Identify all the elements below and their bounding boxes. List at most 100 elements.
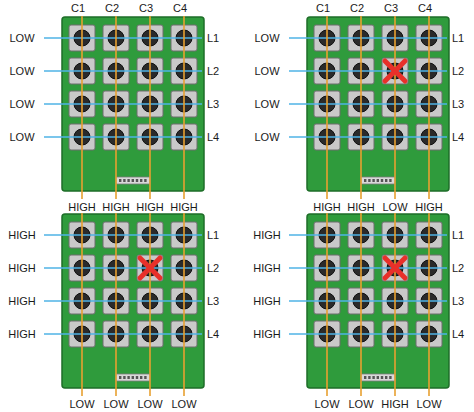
- header-pin: [372, 179, 374, 182]
- header-pin: [368, 376, 370, 379]
- header-pin: [123, 376, 125, 379]
- header-connector: [361, 374, 395, 381]
- row-wire: [44, 136, 202, 138]
- row-wire: [289, 103, 447, 105]
- row-name: L4: [452, 131, 464, 143]
- signal-level: LOW: [9, 32, 34, 44]
- header-pin: [364, 179, 366, 182]
- header-pin: [132, 179, 134, 182]
- row-wire: [44, 37, 202, 39]
- signal-level: HIGH: [8, 295, 36, 307]
- signal-level: HIGH: [8, 229, 36, 241]
- column-wire: [394, 213, 396, 396]
- row-name: L2: [207, 262, 219, 274]
- header-pin: [385, 376, 387, 379]
- header-pin: [144, 179, 146, 182]
- column-wire: [360, 213, 362, 396]
- header-pin: [381, 376, 383, 379]
- column-name: C4: [418, 2, 432, 14]
- signal-level: HIGH: [415, 201, 443, 213]
- column-name: C1: [71, 2, 85, 14]
- row-name: L4: [207, 328, 219, 340]
- signal-level: LOW: [9, 98, 34, 110]
- column-name: C2: [350, 2, 364, 14]
- row-wire: [289, 136, 447, 138]
- signal-level: LOW: [103, 398, 128, 410]
- row-wire: [44, 300, 202, 302]
- column-name: C3: [384, 2, 398, 14]
- signal-level: HIGH: [313, 201, 341, 213]
- column-name: C3: [139, 2, 153, 14]
- row-wire: [289, 37, 447, 39]
- row-name: L2: [207, 65, 219, 77]
- column-wire: [428, 213, 430, 396]
- column-name: C2: [105, 2, 119, 14]
- signal-level: HIGH: [381, 398, 409, 410]
- signal-level: LOW: [69, 398, 94, 410]
- header-pin: [381, 179, 383, 182]
- row-wire: [289, 333, 447, 335]
- signal-level: HIGH: [170, 201, 198, 213]
- signal-level: LOW: [9, 131, 34, 143]
- pressed-key-mark: [385, 258, 405, 278]
- row-name: L2: [452, 65, 464, 77]
- row-name: L2: [452, 262, 464, 274]
- signal-level: LOW: [254, 98, 279, 110]
- header-pin: [385, 179, 387, 182]
- column-wire: [115, 16, 117, 199]
- row-name: L3: [207, 98, 219, 110]
- signal-level: HIGH: [68, 201, 96, 213]
- signal-level: LOW: [314, 398, 339, 410]
- column-wire: [81, 16, 83, 199]
- column-name: C1: [316, 2, 330, 14]
- row-wire: [289, 267, 447, 269]
- signal-level: LOW: [9, 65, 34, 77]
- column-wire: [183, 16, 185, 199]
- header-pin: [364, 376, 366, 379]
- header-pin: [377, 376, 379, 379]
- row-name: L1: [207, 229, 219, 241]
- pressed-key-mark: [385, 258, 405, 278]
- header-pin: [136, 376, 138, 379]
- pressed-key-mark: [385, 61, 405, 81]
- column-wire: [326, 213, 328, 396]
- row-wire: [44, 103, 202, 105]
- row-wire: [289, 70, 447, 72]
- row-name: L4: [452, 328, 464, 340]
- pressed-key-mark: [140, 258, 160, 278]
- signal-level: HIGH: [102, 201, 130, 213]
- signal-level: HIGH: [8, 328, 36, 340]
- row-name: L1: [452, 32, 464, 44]
- column-wire: [81, 213, 83, 396]
- column-wire: [149, 16, 151, 199]
- signal-level: HIGH: [136, 201, 164, 213]
- signal-level: LOW: [382, 201, 407, 213]
- signal-level: LOW: [254, 32, 279, 44]
- row-wire: [44, 70, 202, 72]
- header-pin: [389, 376, 391, 379]
- header-connector: [116, 177, 150, 184]
- signal-level: HIGH: [347, 201, 375, 213]
- header-pin: [136, 179, 138, 182]
- signal-level: LOW: [137, 398, 162, 410]
- column-wire: [326, 16, 328, 199]
- pressed-key-mark: [385, 61, 405, 81]
- header-pin: [140, 179, 142, 182]
- row-wire: [289, 234, 447, 236]
- column-name: C4: [173, 2, 187, 14]
- row-name: L1: [207, 32, 219, 44]
- row-wire: [289, 300, 447, 302]
- header-pin: [127, 376, 129, 379]
- header-pin: [144, 376, 146, 379]
- signal-level: HIGH: [8, 262, 36, 274]
- header-pin: [389, 179, 391, 182]
- signal-level: LOW: [254, 131, 279, 143]
- column-wire: [428, 16, 430, 199]
- header-pin: [127, 179, 129, 182]
- signal-level: LOW: [254, 65, 279, 77]
- header-pin: [119, 179, 121, 182]
- row-wire: [44, 267, 202, 269]
- row-name: L3: [452, 98, 464, 110]
- column-wire: [360, 16, 362, 199]
